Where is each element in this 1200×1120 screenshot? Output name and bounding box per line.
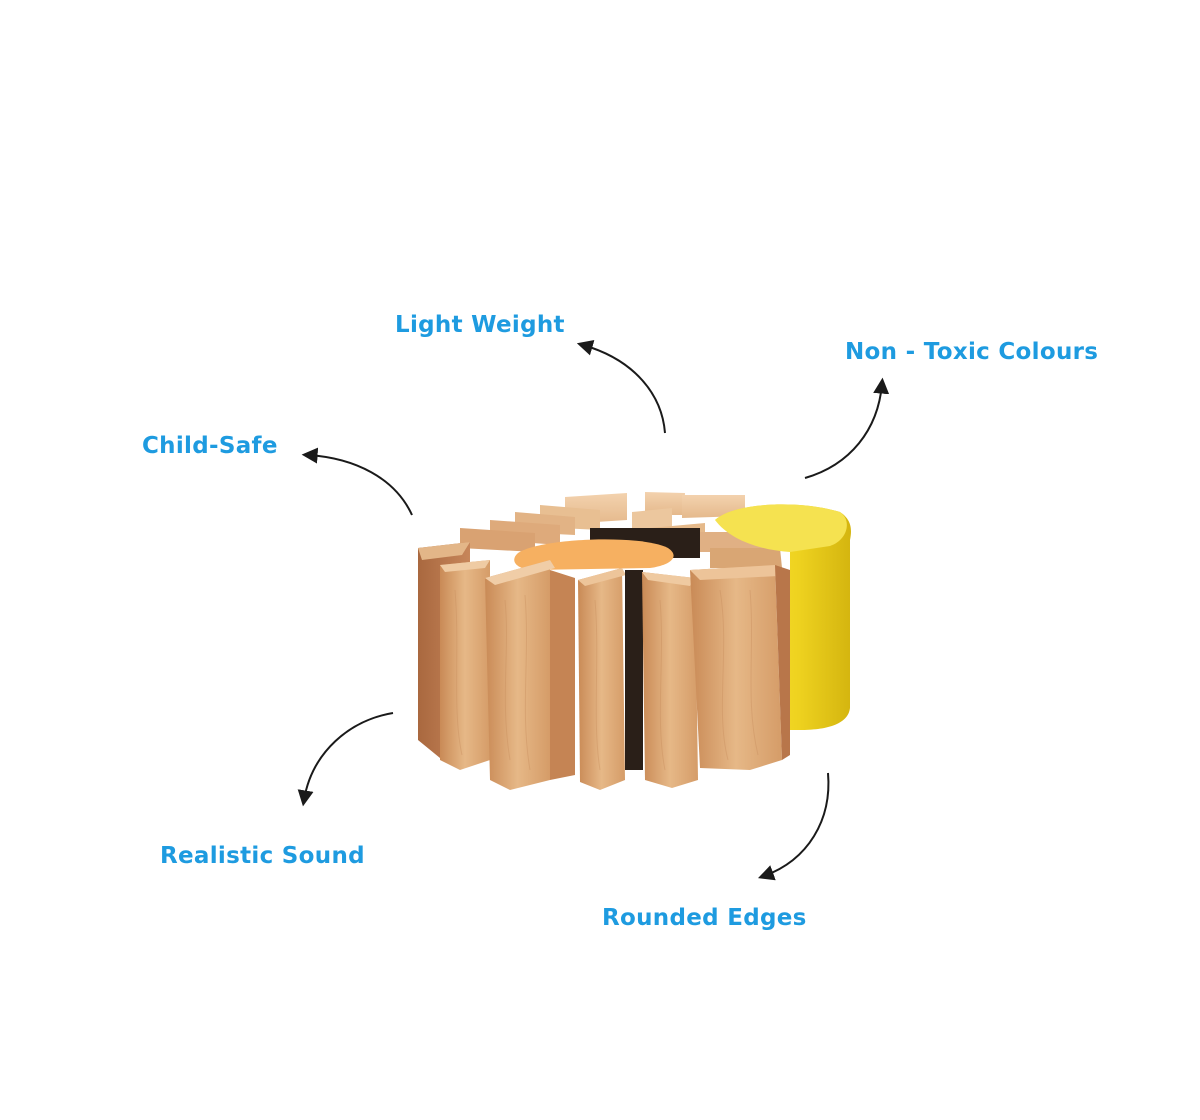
arrow-rounded-edges bbox=[757, 772, 830, 881]
back-slats bbox=[460, 492, 782, 568]
arrow-realistic-sound bbox=[297, 712, 394, 807]
feature-child-safe: Child-Safe bbox=[142, 433, 278, 459]
feature-realistic-sound: Realistic Sound bbox=[160, 843, 365, 869]
orange-cap bbox=[514, 539, 674, 570]
arrow-light-weight bbox=[576, 339, 666, 434]
feature-rounded-edges: Rounded Edges bbox=[602, 905, 807, 931]
arrow-non-toxic bbox=[804, 377, 890, 479]
feature-light-weight: Light Weight bbox=[395, 312, 565, 338]
yellow-piece bbox=[715, 504, 851, 730]
front-slats bbox=[418, 542, 790, 790]
arrow-child-safe bbox=[301, 447, 413, 516]
wood-grain bbox=[454, 589, 759, 771]
feature-non-toxic-colours: Non - Toxic Colours bbox=[845, 339, 1099, 365]
